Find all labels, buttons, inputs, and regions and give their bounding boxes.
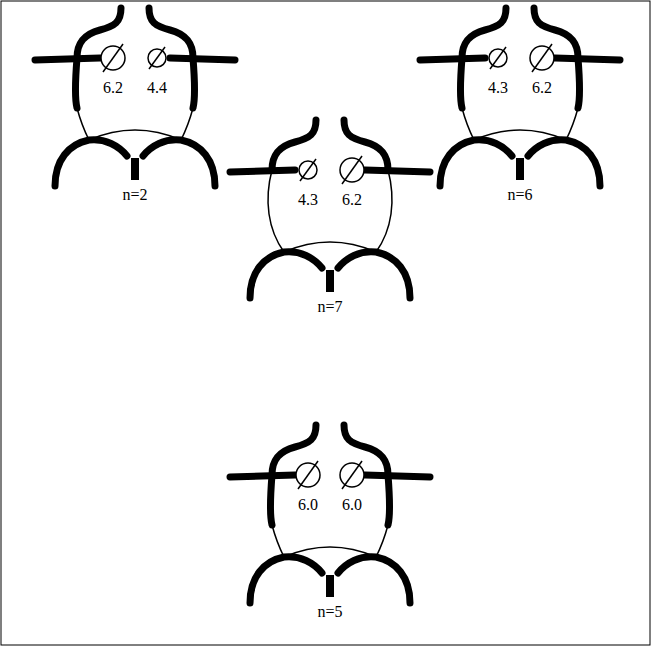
dimension-label: 4.3 <box>297 191 319 209</box>
channel-figure <box>230 120 430 298</box>
dimension-label: 6.0 <box>341 496 363 514</box>
dimension-label: 6.2 <box>102 79 124 97</box>
figure-label: n=2 <box>121 186 148 204</box>
figure-label: n=6 <box>506 186 533 204</box>
dimension-label: 6.2 <box>531 79 553 97</box>
dimension-label: 4.3 <box>487 79 509 97</box>
dimension-label: 4.4 <box>146 79 168 97</box>
dimension-label: 6.0 <box>297 496 319 514</box>
figure-label: n=7 <box>316 298 343 316</box>
channel-figure <box>35 8 235 186</box>
channel-figure <box>420 8 620 186</box>
channel-figure <box>230 425 430 603</box>
figure-label: n=5 <box>316 603 343 621</box>
dimension-label: 6.2 <box>341 191 363 209</box>
